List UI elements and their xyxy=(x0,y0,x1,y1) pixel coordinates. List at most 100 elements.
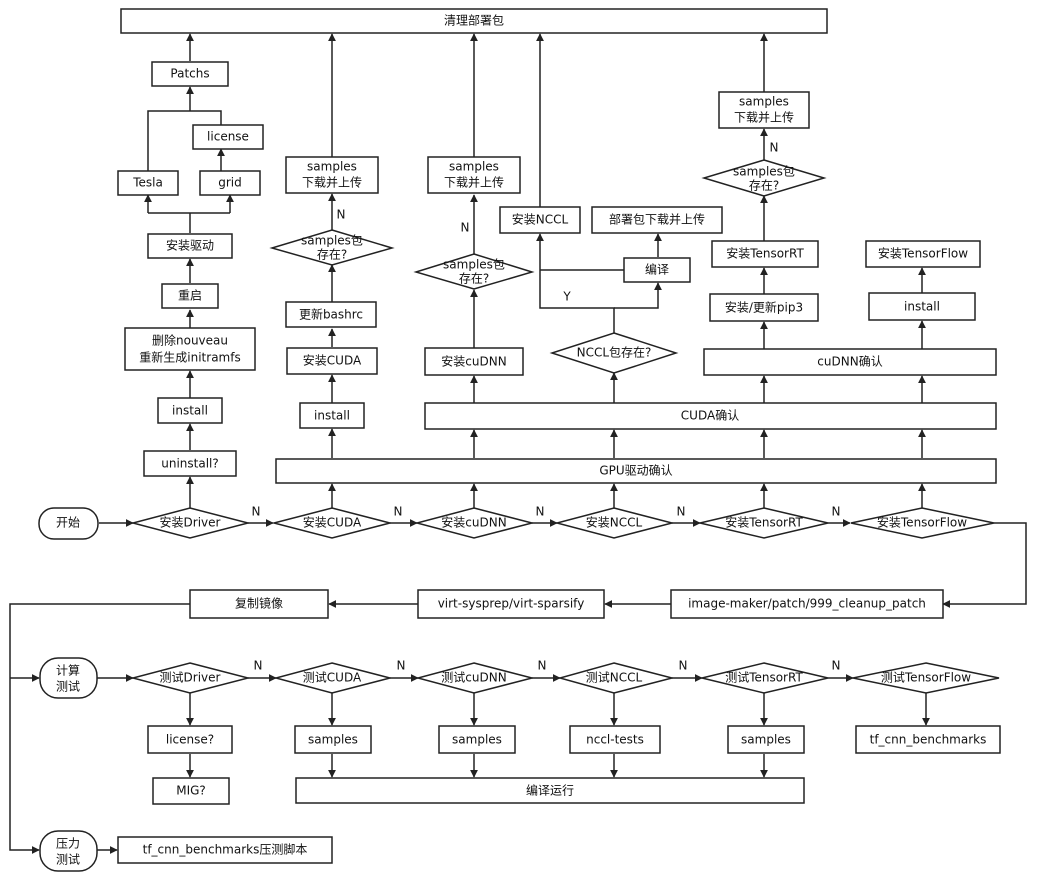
compute-test-terminal xyxy=(39,657,98,699)
install-nccl-decision-label: 安装NCCL xyxy=(586,515,643,530)
tf-bench-label: tf_cnn_benchmarks xyxy=(870,733,987,747)
test-samples-trt-box xyxy=(727,725,805,754)
samples-pkg-trt-decision xyxy=(701,159,827,197)
n-label-driver: N xyxy=(252,505,261,519)
tesla-label: Tesla xyxy=(132,176,163,190)
test-samples-cuda-label: samples xyxy=(308,733,358,747)
deploy-pkg-box xyxy=(591,206,723,234)
samples-pkg-cuda-label-1: samples包 xyxy=(301,234,363,248)
edge-tesla-license-merge xyxy=(147,110,190,171)
install-driver-box xyxy=(147,233,233,259)
install-tf-decision xyxy=(850,507,995,539)
tesla-box xyxy=(117,170,179,196)
install-trt-box xyxy=(711,240,819,268)
samples-pkg-cudnn-decision xyxy=(413,253,535,290)
samples-cuda-box xyxy=(285,156,379,194)
samples-pkg-trt-label-2: 存在? xyxy=(749,179,779,193)
image-maker-box xyxy=(670,589,944,619)
test-trt-decision xyxy=(701,662,829,694)
install-driver-decision-label: 安装Driver xyxy=(160,515,221,530)
test-tf-label: 测试TensorFlow xyxy=(881,670,971,685)
n-label-samples-trt: N xyxy=(770,141,779,155)
test-samples-cudnn-label: samples xyxy=(452,733,502,747)
cudnn-confirm-label: cuDNN确认 xyxy=(817,355,882,369)
update-bashrc-label: 更新bashrc xyxy=(299,307,363,322)
install-cudnn-box xyxy=(424,347,524,376)
n-label-nccl: N xyxy=(677,505,686,519)
edges xyxy=(9,33,1027,854)
install-trt-decision-label: 安装TensorRT xyxy=(725,515,803,530)
mig-q-box xyxy=(152,777,230,805)
n-label-tnccl: N xyxy=(679,659,688,673)
samples-cudnn-box xyxy=(427,156,521,194)
install-cudnn-decision-label: 安装cuDNN xyxy=(441,515,506,530)
n-label-tdriver: N xyxy=(254,659,263,673)
samples-pkg-trt-label-1: samples包 xyxy=(733,165,795,179)
install-nccl-box-label: 安装NCCL xyxy=(512,212,569,227)
stress-test-label-1: 压力 xyxy=(56,837,80,851)
install-drv-label: install xyxy=(172,404,208,418)
mig-q-label: MIG? xyxy=(176,784,206,798)
edge-ncclpkg-y xyxy=(536,233,615,333)
samples-cuda-label-1: samples xyxy=(307,160,357,174)
install-driver-label: 安装驱动 xyxy=(166,238,214,253)
nccl-pkg-label: NCCL包存在? xyxy=(577,346,652,360)
n-label-ttrt: N xyxy=(832,659,841,673)
install-tf-step-label: install xyxy=(904,300,940,314)
uninstall-box xyxy=(143,450,237,477)
grid-label: grid xyxy=(218,176,242,190)
install-pip3-label: 安装/更新pip3 xyxy=(725,300,803,315)
samples-cudnn-label-1: samples xyxy=(449,160,499,174)
test-samples-cudnn-box xyxy=(438,725,516,754)
stress-script-box xyxy=(117,836,333,864)
test-samples-cuda-box xyxy=(294,725,372,754)
deploy-pkg-label: 部署包下载并上传 xyxy=(609,212,705,227)
test-driver-decision xyxy=(130,662,251,694)
samples-cudnn-label-2: 下载并上传 xyxy=(444,175,504,190)
start-label: 开始 xyxy=(56,516,80,530)
test-cudnn-label: 测试cuDNN xyxy=(441,670,506,685)
remove-nouveau-box xyxy=(124,327,256,371)
test-driver-label: 测试Driver xyxy=(160,670,221,685)
compile-run-box xyxy=(295,777,805,804)
cleanup-label: 清理部署包 xyxy=(444,13,504,28)
reboot-box xyxy=(161,283,219,309)
test-cuda-label: 测试CUDA xyxy=(303,670,362,685)
grid-box xyxy=(199,170,261,196)
test-cudnn-decision xyxy=(415,662,535,694)
n-label-cuda: N xyxy=(394,505,403,519)
samples-pkg-cuda-label-2: 存在? xyxy=(317,248,347,262)
y-label-nccl: Y xyxy=(562,290,571,304)
edge-copy-left xyxy=(9,603,190,854)
samples-pkg-cudnn-label-1: samples包 xyxy=(443,258,505,272)
n-label-tcuda: N xyxy=(397,659,406,673)
samples-pkg-cudnn-label-2: 存在? xyxy=(459,272,489,286)
samples-cuda-label-2: 下载并上传 xyxy=(302,175,362,190)
install-pip3-box xyxy=(709,293,819,322)
n-label-samples-cudnn: N xyxy=(461,221,470,235)
image-maker-label: image-maker/patch/999_cleanup_patch xyxy=(688,597,926,611)
install-tf-step-box xyxy=(868,292,976,321)
install-tf-box xyxy=(865,240,981,268)
install-driver-decision xyxy=(130,507,251,539)
samples-pkg-cuda-decision xyxy=(269,229,395,266)
cuda-confirm-label: CUDA确认 xyxy=(681,409,739,423)
stress-test-label-2: 测试 xyxy=(56,852,80,867)
install-tf-decision-label: 安装TensorFlow xyxy=(877,515,967,530)
install-cuda-decision xyxy=(271,507,393,539)
install-nccl-decision xyxy=(554,507,675,539)
install-cuda-box xyxy=(286,347,378,375)
patchs-box xyxy=(151,61,229,87)
test-nccl-decision xyxy=(557,662,675,694)
compute-test-label-2: 测试 xyxy=(56,679,80,694)
install-trt-box-label: 安装TensorRT xyxy=(726,246,804,261)
compile-box xyxy=(623,257,691,283)
edge-ncclpkg-compile xyxy=(614,282,662,309)
nccl-tests-label: nccl-tests xyxy=(586,733,644,747)
reboot-label: 重启 xyxy=(178,289,202,303)
test-trt-label: 测试TensorRT xyxy=(725,670,803,685)
n-label-cudnn: N xyxy=(536,505,545,519)
test-nccl-label: 测试NCCL xyxy=(586,670,643,685)
virt-label: virt-sysprep/virt-sparsify xyxy=(438,597,585,611)
start-terminal xyxy=(38,507,99,540)
